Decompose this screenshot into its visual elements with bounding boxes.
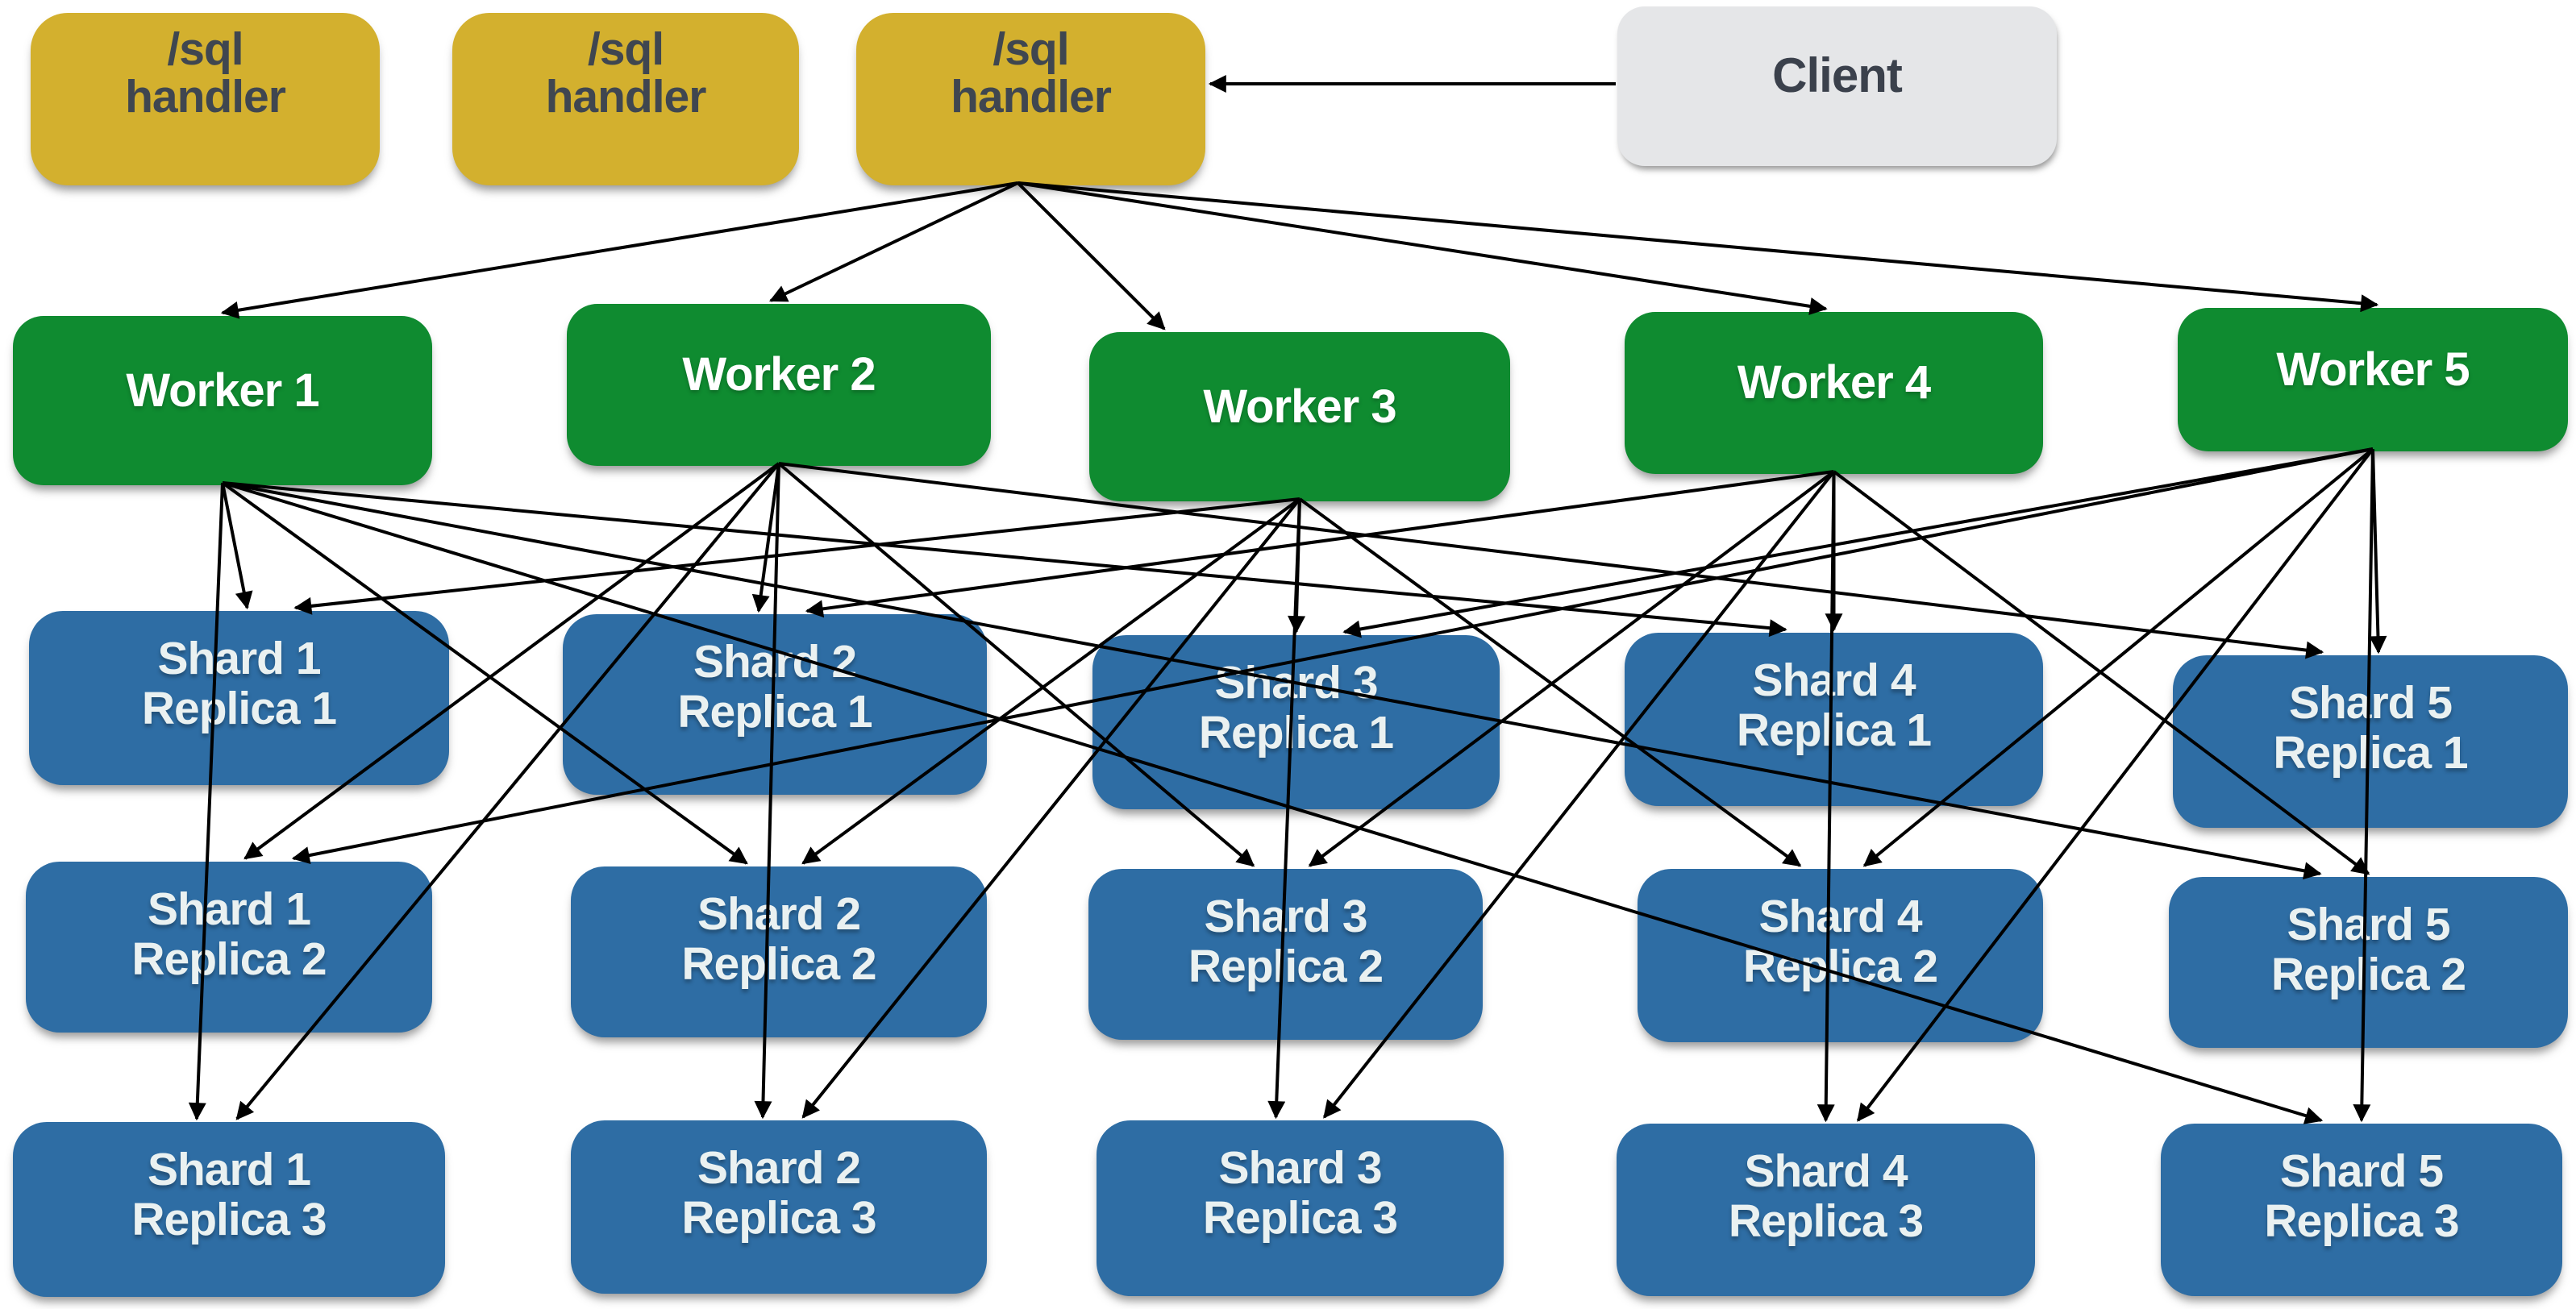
edge-handler3-to-worker3	[1017, 181, 1166, 330]
handler2-label-line: /sql	[587, 23, 664, 75]
s4r3-label-line: Shard 4	[1744, 1145, 1908, 1197]
edge-worker2-to-s2r1	[751, 463, 780, 613]
worker1-label-line: Worker 1	[126, 364, 319, 417]
s3r1-label-line: Replica 1	[1198, 707, 1394, 758]
s5r3-label-line: Shard 5	[2279, 1145, 2444, 1197]
s5r2-label-line: Shard 5	[2287, 899, 2450, 950]
edge-worker2-to-s5r1	[778, 462, 2324, 659]
s4r2-label-line: Replica 2	[1742, 941, 1938, 992]
worker3-label-line: Worker 3	[1203, 380, 1396, 433]
s1r1-label-line: Shard 1	[157, 633, 321, 684]
edge-worker3-to-s3r1	[1288, 498, 1306, 634]
handler1-label-line: /sql	[167, 23, 243, 75]
handler3-label-line: /sql	[993, 23, 1069, 75]
edge-handler3-to-worker5	[1017, 181, 2379, 313]
s2r2-label-line: Replica 2	[681, 938, 876, 990]
handler2-label-line: handler	[545, 71, 707, 123]
s4r3-label-line: Replica 3	[1728, 1195, 1924, 1247]
s3r3-label-line: Shard 3	[1218, 1142, 1382, 1194]
edge-handler3-to-worker1	[220, 181, 1018, 319]
worker5-label-line: Worker 5	[2276, 343, 2470, 396]
s1r3-label-line: Replica 3	[131, 1194, 327, 1245]
s4r2-label-line: Shard 4	[1758, 891, 1922, 942]
worker4-box: Worker 4	[1625, 312, 2043, 474]
edge-handler3-to-worker4	[1017, 181, 1828, 315]
edge-worker1-to-s4r1	[222, 481, 1787, 638]
s2r1-label-line: Shard 2	[693, 636, 857, 688]
edge-handler3-to-worker2	[769, 181, 1019, 302]
s4r1-label-line: Shard 4	[1752, 654, 1916, 706]
handler1-label-line: handler	[125, 71, 286, 123]
edge-worker3-to-s1r1	[293, 497, 1300, 615]
s2r3-label-line: Replica 3	[681, 1192, 876, 1244]
s4r1-label-line: Replica 1	[1736, 704, 1932, 756]
s3r2-label-line: Replica 2	[1188, 941, 1384, 992]
s3r3-label-line: Replica 3	[1202, 1192, 1398, 1244]
worker2-box: Worker 2	[567, 304, 991, 466]
worker3-box: Worker 3	[1089, 332, 1510, 501]
s5r1-label-line: Shard 5	[2288, 677, 2453, 729]
s5r1-label-line: Replica 1	[2273, 727, 2468, 779]
s1r1-label-line: Replica 1	[141, 683, 337, 734]
s5r3-label-line: Replica 3	[2264, 1195, 2459, 1247]
edge-worker5-to-s5r1	[2369, 448, 2387, 654]
worker1-box: Worker 1	[13, 316, 432, 485]
handler3-label-line: handler	[951, 71, 1112, 123]
s2r3-label-line: Shard 2	[697, 1142, 861, 1194]
worker4-label-line: Worker 4	[1737, 356, 1931, 409]
worker2-label-line: Worker 2	[682, 348, 876, 401]
s1r2-label-line: Replica 2	[131, 933, 327, 985]
edge-worker1-to-s1r1	[221, 482, 253, 610]
client-box: Client	[1617, 6, 2057, 166]
s3r2-label-line: Shard 3	[1204, 891, 1367, 942]
worker5-box: Worker 5	[2178, 308, 2568, 451]
client-label-line: Client	[1772, 48, 1903, 102]
s2r1-label-line: Replica 1	[677, 686, 872, 738]
s2r2-label-line: Shard 2	[697, 888, 861, 940]
s1r2-label-line: Shard 1	[147, 883, 311, 935]
s5r2-label-line: Replica 2	[2270, 949, 2466, 1000]
s1r3-label-line: Shard 1	[147, 1144, 311, 1195]
s3r1-label-line: Shard 3	[1214, 657, 1378, 709]
